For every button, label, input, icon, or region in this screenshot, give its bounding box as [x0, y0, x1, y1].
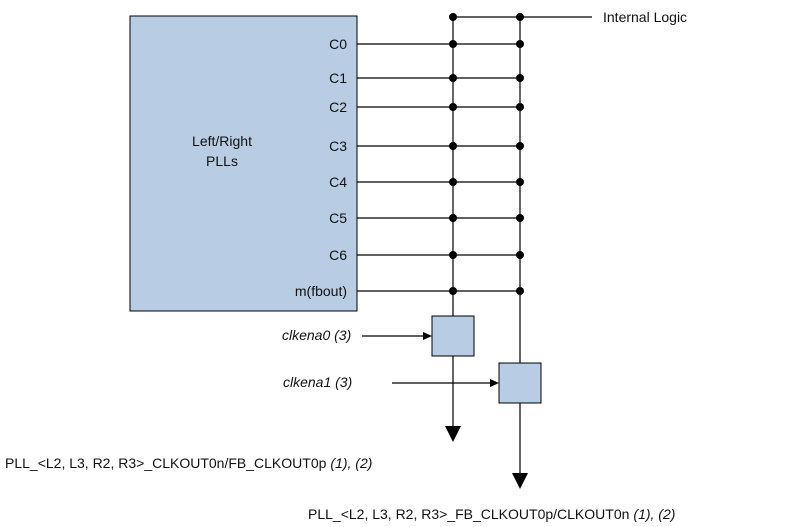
output1-label: PLL_<L2, L3, R2, R3>_FB_CLKOUT0p/CLKOUT0… [308, 506, 675, 522]
pll-output-c3-label: C3 [329, 138, 347, 154]
junction-dot [449, 142, 457, 150]
pll-output-c5-label: C5 [329, 210, 347, 226]
junction-dot [516, 251, 524, 259]
output0-label: PLL_<L2, L3, R2, R3>_CLKOUT0n/FB_CLKOUT0… [5, 455, 372, 471]
arrow-head-icon [423, 332, 432, 340]
arrow-down-icon [512, 473, 528, 489]
internal-logic-label: Internal Logic [603, 9, 687, 25]
junction-dot [449, 214, 457, 222]
pll-block [129, 15, 358, 312]
pll-output-c1-label: C1 [329, 70, 347, 86]
junction-dot [516, 142, 524, 150]
pll-output-mfbout-label: m(fbout) [295, 283, 347, 299]
junction-dot [449, 40, 457, 48]
arrow-down-icon [445, 426, 461, 442]
clkena0-label: clkena0 (3) [282, 327, 351, 343]
pll-output-c0-label: C0 [329, 36, 347, 52]
junction-dot [516, 74, 524, 82]
junction-dot [449, 251, 457, 259]
output-lines [357, 43, 520, 292]
arrow-head-icon [490, 379, 499, 387]
output0-notes: (1), (2) [330, 455, 372, 471]
output1-signal: PLL_<L2, L3, R2, R3>_FB_CLKOUT0p/CLKOUT0… [308, 506, 629, 522]
pll-block-title-line1: Left/Right [192, 133, 252, 149]
clkena1-label: clkena1 (3) [283, 374, 352, 390]
junction-dot [516, 40, 524, 48]
junction-dot [516, 13, 524, 21]
pll-block-title-line2: PLLs [206, 153, 238, 169]
pll-output-c2-label: C2 [329, 99, 347, 115]
pll-output-c6-label: C6 [329, 247, 347, 263]
junction-dot [449, 178, 457, 186]
junction-dot [516, 178, 524, 186]
junction-dot [449, 13, 457, 21]
junction-dot [449, 103, 457, 111]
output0-signal: PLL_<L2, L3, R2, R3>_CLKOUT0n/FB_CLKOUT0… [5, 455, 327, 471]
clkena0-block [431, 315, 475, 357]
output1-notes: (1), (2) [633, 506, 675, 522]
clkena1-block [498, 362, 542, 404]
junction-dots [449, 13, 524, 295]
pll-output-c4-label: C4 [329, 174, 347, 190]
junction-dot [516, 103, 524, 111]
junction-dot [516, 214, 524, 222]
junction-dot [516, 287, 524, 295]
junction-dot [449, 74, 457, 82]
junction-dot [449, 287, 457, 295]
